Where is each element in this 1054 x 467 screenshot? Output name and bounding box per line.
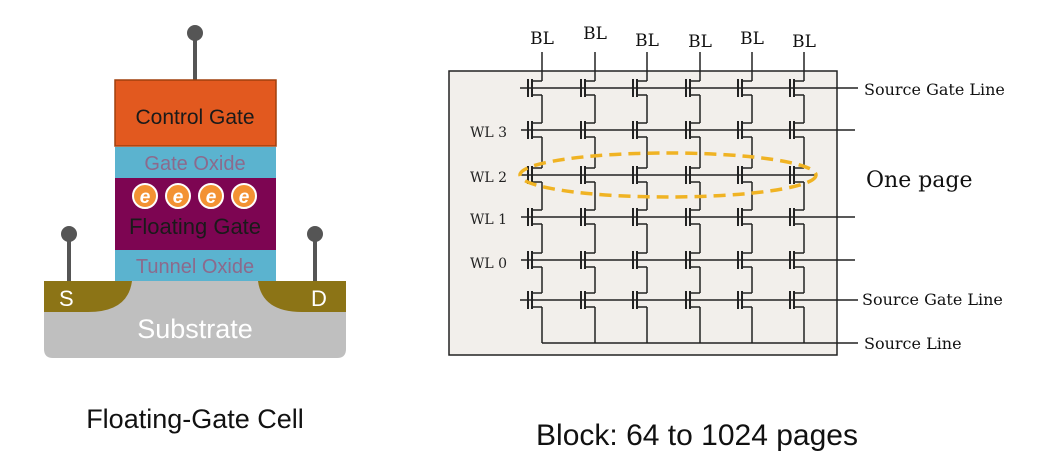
electron-icon: e bbox=[198, 183, 224, 209]
bit-line-string bbox=[685, 52, 701, 343]
transistor bbox=[527, 291, 543, 309]
floating-gate-cell: S D Substrate Control Gate Gate Oxide e … bbox=[44, 25, 346, 434]
svg-text:e: e bbox=[140, 187, 151, 208]
transistor bbox=[527, 251, 543, 269]
cell-caption: Floating-Gate Cell bbox=[86, 404, 304, 434]
svg-text:e: e bbox=[173, 187, 184, 208]
bit-line-label: BL bbox=[740, 29, 764, 49]
transistor bbox=[685, 251, 701, 269]
bit-line-string bbox=[527, 52, 543, 343]
gate-oxide-label: Gate Oxide bbox=[144, 153, 245, 175]
transistor bbox=[685, 121, 701, 139]
bit-line-label: BL bbox=[792, 32, 816, 52]
word-line-label-2: WL 2 bbox=[470, 170, 507, 186]
block-background bbox=[448, 70, 838, 356]
svg-text:e: e bbox=[206, 187, 217, 208]
svg-text:e: e bbox=[239, 187, 250, 208]
transistor bbox=[685, 291, 701, 309]
gate-oxide bbox=[115, 147, 276, 178]
bit-line-label: BL bbox=[688, 32, 712, 52]
transistor bbox=[580, 166, 596, 184]
cell-strings bbox=[527, 52, 805, 343]
transistor bbox=[632, 121, 648, 139]
transistor bbox=[737, 251, 753, 269]
gate-terminal bbox=[187, 25, 203, 80]
transistor bbox=[527, 79, 543, 97]
transistor bbox=[737, 291, 753, 309]
transistor bbox=[632, 291, 648, 309]
drain-region bbox=[258, 281, 346, 312]
transistor bbox=[685, 79, 701, 97]
floating-gate-label: Floating Gate bbox=[129, 214, 261, 239]
bit-line-string bbox=[580, 52, 596, 343]
control-gate-label: Control Gate bbox=[135, 106, 254, 129]
source-label: S bbox=[59, 286, 74, 311]
bit-line-label: BL bbox=[635, 31, 659, 51]
substrate-label: Substrate bbox=[137, 314, 253, 344]
word-line-label-3: WL 3 bbox=[470, 125, 507, 141]
tunnel-oxide-label: Tunnel Oxide bbox=[136, 256, 254, 278]
transistor bbox=[632, 166, 648, 184]
transistor bbox=[580, 208, 596, 226]
transistor bbox=[580, 79, 596, 97]
transistor bbox=[789, 79, 805, 97]
transistor bbox=[527, 208, 543, 226]
electron-icon: e bbox=[132, 183, 158, 209]
source-terminal bbox=[61, 226, 77, 282]
electron-icon: e bbox=[231, 183, 257, 209]
transistor bbox=[789, 291, 805, 309]
source-region bbox=[44, 281, 132, 312]
electron-icon: e bbox=[165, 183, 191, 209]
bit-line-labels: BL BL BL BL BL BL bbox=[530, 24, 816, 52]
control-gate bbox=[114, 79, 277, 147]
drain-terminal bbox=[307, 226, 323, 282]
page-highlight bbox=[518, 151, 818, 199]
transistor bbox=[527, 121, 543, 139]
transistor bbox=[632, 251, 648, 269]
transistor bbox=[737, 208, 753, 226]
one-page-label: One page bbox=[866, 168, 973, 193]
word-line-label-0: WL 0 bbox=[470, 256, 507, 272]
transistor bbox=[737, 79, 753, 97]
bit-line-string bbox=[737, 52, 753, 343]
transistor bbox=[789, 121, 805, 139]
transistor bbox=[632, 79, 648, 97]
bit-line-string bbox=[632, 52, 648, 343]
bit-line-string bbox=[789, 52, 805, 343]
transistor bbox=[737, 121, 753, 139]
transistor bbox=[632, 208, 648, 226]
block-caption: Block: 64 to 1024 pages bbox=[536, 419, 858, 452]
transistor bbox=[580, 291, 596, 309]
transistor bbox=[789, 166, 805, 184]
electrons: e e e e bbox=[132, 183, 257, 209]
word-line-label-1: WL 1 bbox=[470, 212, 507, 228]
transistor bbox=[789, 208, 805, 226]
nand-block: BL BL BL BL BL BL WL 3 WL 2 WL 1 WL 0 Source … bbox=[448, 24, 1005, 452]
transistor bbox=[789, 251, 805, 269]
transistor bbox=[580, 121, 596, 139]
tunnel-oxide bbox=[115, 250, 276, 281]
transistor bbox=[737, 166, 753, 184]
bit-line-label: BL bbox=[530, 29, 554, 49]
source-gate-line-bottom-label: Source Gate Line bbox=[862, 290, 1003, 309]
drain-label: D bbox=[311, 286, 327, 311]
source-gate-line-top-label: Source Gate Line bbox=[864, 80, 1005, 99]
transistor bbox=[580, 251, 596, 269]
transistor bbox=[685, 166, 701, 184]
source-line-label: Source Line bbox=[864, 334, 962, 353]
bit-line-label: BL bbox=[583, 24, 607, 44]
transistor bbox=[685, 208, 701, 226]
